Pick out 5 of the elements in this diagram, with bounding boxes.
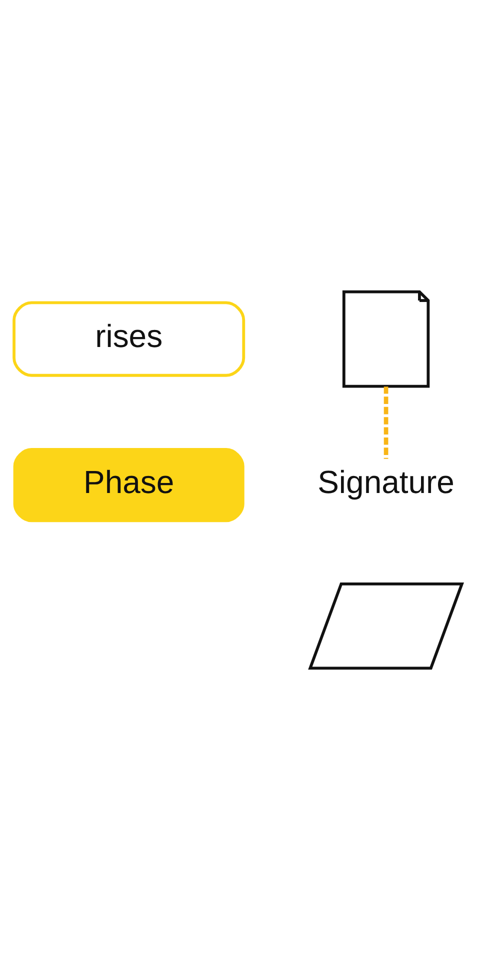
node-box: rises [12, 301, 246, 377]
node-text: Signature [318, 464, 454, 500]
connector [384, 386, 388, 459]
node-box: Phase [13, 448, 244, 522]
picture [308, 582, 464, 670]
